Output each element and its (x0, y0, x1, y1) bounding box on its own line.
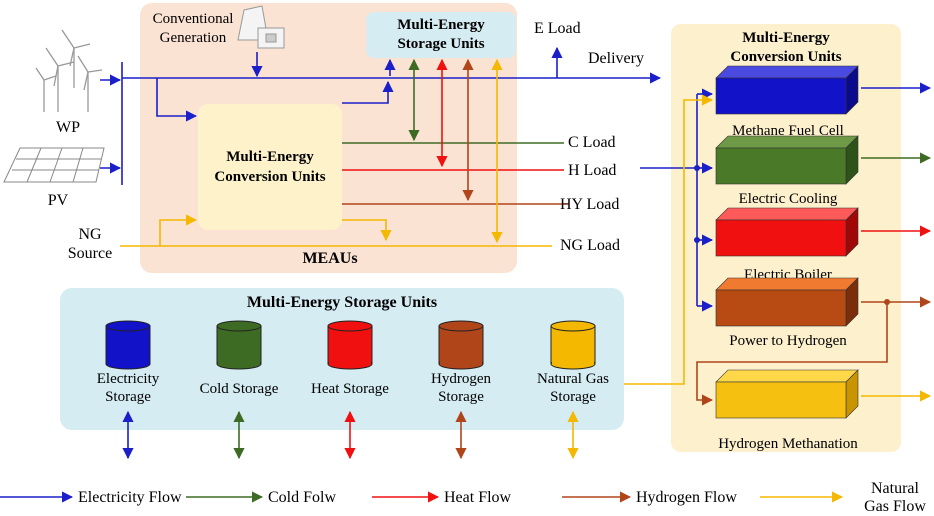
delivery-label: Delivery (588, 50, 644, 67)
wp-label: WP (56, 119, 80, 136)
power-plant-icon (237, 5, 285, 49)
ng-load-label: NG Load (560, 237, 620, 254)
conversion-unit-label: Electric Cooling (739, 191, 838, 207)
pv-label: PV (48, 192, 69, 209)
conversion-unit: Electric Cooling (715, 135, 859, 207)
legend-item: Electricity Flow (0, 489, 182, 506)
solar-panel-icon (3, 147, 105, 183)
flow-line (696, 302, 888, 406)
conversion-unit-box-icon (715, 219, 847, 257)
conversion-unit-box-icon (715, 289, 847, 327)
e-load-label: E Load (534, 20, 581, 37)
legend-label: Electricity Flow (78, 489, 182, 506)
legend-item: Hydrogen Flow (562, 489, 737, 506)
storage-cylinder-icon (216, 325, 262, 365)
source-icons (3, 5, 285, 183)
conversion-unit-label: Power to Hydrogen (729, 333, 847, 349)
conversion-unit-label: Hydrogen Methanation (718, 436, 858, 452)
storage-cylinder-icon (327, 325, 373, 365)
h-load-label: H Load (568, 162, 616, 179)
storage-panel-title: Multi-Energy Storage Units (247, 294, 437, 311)
storage-cylinder-icon (105, 325, 151, 365)
flow-line (342, 219, 392, 242)
flow-line (624, 94, 714, 385)
legend-label: Heat Flow (444, 489, 512, 506)
legend: Electricity Flow Cold Folw Heat Flow Hydrog… (0, 480, 926, 515)
conversion-unit-box-icon (715, 77, 847, 115)
legend-item: Heat Flow (372, 489, 512, 506)
conversion-unit-box-icon (715, 147, 847, 185)
conversion-unit-label: Methane Fuel Cell (732, 123, 844, 139)
flow-line (342, 80, 394, 104)
conversion-unit: Power to Hydrogen (715, 277, 859, 349)
conversion-unit: Hydrogen Methanation (715, 369, 859, 452)
storage-item-label: Cold Storage (200, 381, 279, 397)
junction-dot (694, 165, 700, 171)
wind-turbine-icon (35, 29, 103, 112)
storage-item: Cold Storage (200, 320, 279, 397)
legend-label: Cold Folw (268, 489, 336, 506)
storage-item: Heat Storage (311, 320, 389, 397)
c-load-label: C Load (568, 134, 616, 151)
conversion-unit: Methane Fuel Cell (715, 65, 859, 139)
junction-dot (694, 237, 700, 243)
legend-item: Cold Folw (186, 489, 336, 506)
meau-label: MEAUs (302, 250, 357, 267)
hy-load-label: HY Load (560, 196, 619, 213)
junction-dot (884, 299, 890, 305)
flow-line (159, 214, 198, 246)
meau-storage-box (366, 12, 516, 58)
flow-line (156, 78, 198, 122)
conversion-unit-box-icon (715, 381, 847, 419)
meau-conversion-box (198, 104, 342, 230)
legend-label: Hydrogen Flow (636, 489, 737, 506)
storage-cylinder-icon (438, 325, 484, 365)
storage-item-label: Heat Storage (311, 381, 389, 397)
flow-lines (100, 46, 932, 460)
